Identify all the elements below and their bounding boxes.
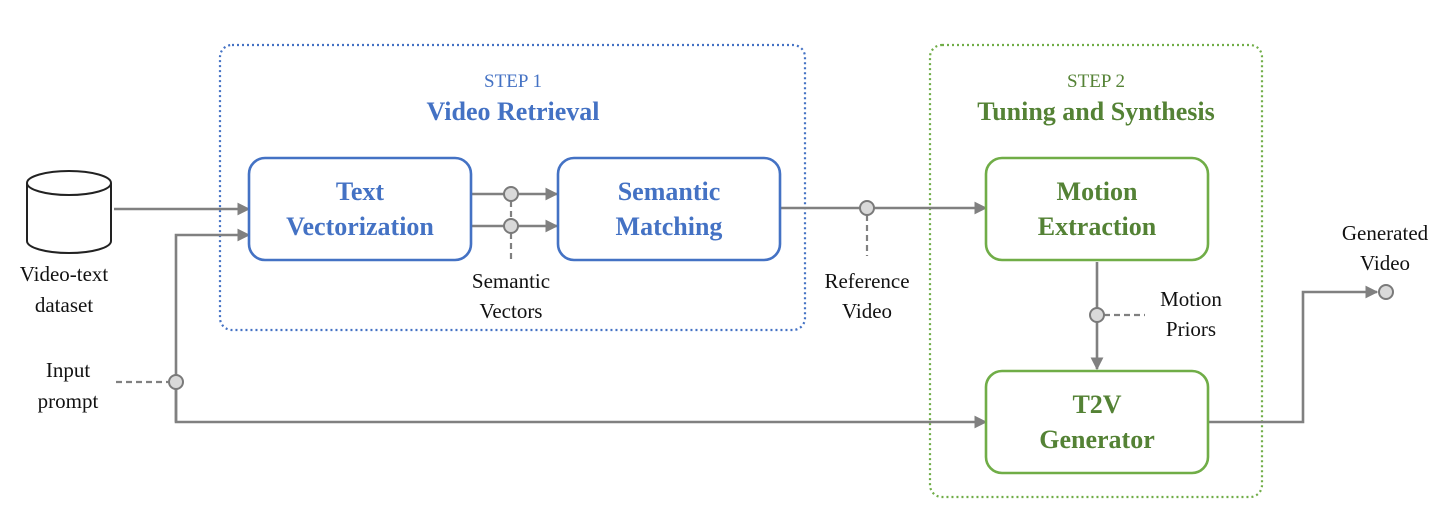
step2-label: STEP 2 [1067, 71, 1125, 92]
reference-node [859, 200, 875, 216]
prompt-node [168, 374, 184, 390]
motion-extraction-line2: Extraction [1038, 212, 1157, 241]
text-vectorization-box [247, 156, 473, 262]
prompt-to-vectorization-arrow [174, 228, 251, 422]
step2-container [928, 43, 1264, 499]
semantic-vectors-label-line2: Vectors [480, 299, 543, 323]
generated-video-label-line1: Generated [1342, 221, 1429, 245]
generated-video-label-line2: Video [1360, 251, 1410, 275]
prompt-to-generator-arrow [174, 382, 988, 429]
step1-label: STEP 1 [484, 71, 542, 92]
motion-extraction-line1: Motion [1057, 177, 1138, 206]
input-prompt-label-line2: prompt [38, 389, 99, 413]
step2-title: Tuning and Synthesis [977, 97, 1215, 126]
motion-node [1089, 307, 1105, 323]
database-icon [26, 170, 112, 254]
generator-to-output-arrow [1209, 285, 1379, 424]
semantic-matching-box [556, 156, 782, 262]
input-prompt-label-line1: Input [46, 358, 90, 382]
semantic-matching-line1: Semantic [618, 177, 721, 206]
reference-video-label-line1: Reference [824, 269, 909, 293]
semantic-matching-line2: Matching [616, 212, 723, 241]
dataset-label-line2: dataset [35, 293, 93, 317]
motion-priors-label-line1: Motion [1160, 287, 1222, 311]
text-vectorization-line1: Text [336, 177, 384, 206]
step1-title: Video Retrieval [426, 97, 599, 126]
motion-priors-label-line2: Priors [1166, 317, 1216, 341]
vector-node-top [503, 186, 519, 202]
output-node [1378, 284, 1394, 300]
dataset-label-line1: Video-text [20, 262, 109, 286]
step1-container [218, 43, 807, 332]
semantic-vectors-label-line1: Semantic [472, 269, 550, 293]
t2v-generator-line1: T2V [1072, 390, 1121, 419]
text-vectorization-line2: Vectorization [286, 212, 434, 241]
t2v-generator-line2: Generator [1039, 425, 1155, 454]
vector-node-bottom [503, 218, 519, 234]
reference-video-label-line2: Video [842, 299, 892, 323]
t2v-generator-box [984, 369, 1210, 475]
motion-extraction-box [984, 156, 1210, 262]
